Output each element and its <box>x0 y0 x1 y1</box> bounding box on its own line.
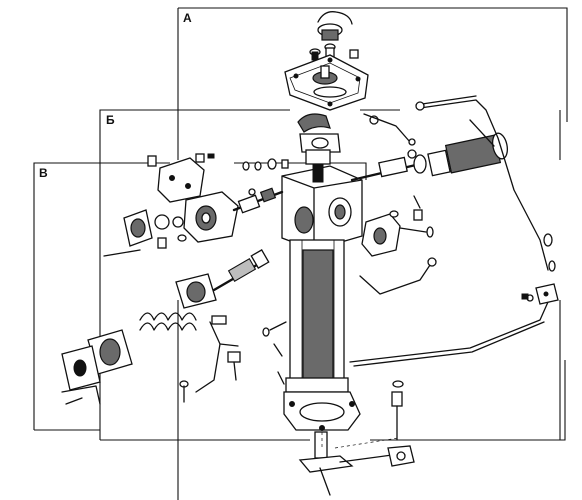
governor-spring-subassembly <box>61 249 287 405</box>
frame-a-label: А <box>183 11 192 25</box>
filler-cap-assembly <box>309 11 359 61</box>
bottom-linkage <box>298 380 415 496</box>
valve-block <box>361 209 434 257</box>
frame-b-label: Б <box>106 113 115 127</box>
frame-v: В <box>33 162 367 431</box>
fuel-pump-subassembly <box>103 153 284 257</box>
frame-a: А <box>177 7 568 500</box>
small-fasteners <box>177 153 529 300</box>
frame-v-label: В <box>39 166 48 180</box>
main-housing <box>281 149 363 431</box>
frame-b: Б <box>99 109 566 441</box>
actuator-cylinder <box>350 113 509 182</box>
top-flange-plate <box>284 54 369 111</box>
fuel-pipe-lines <box>349 95 559 367</box>
